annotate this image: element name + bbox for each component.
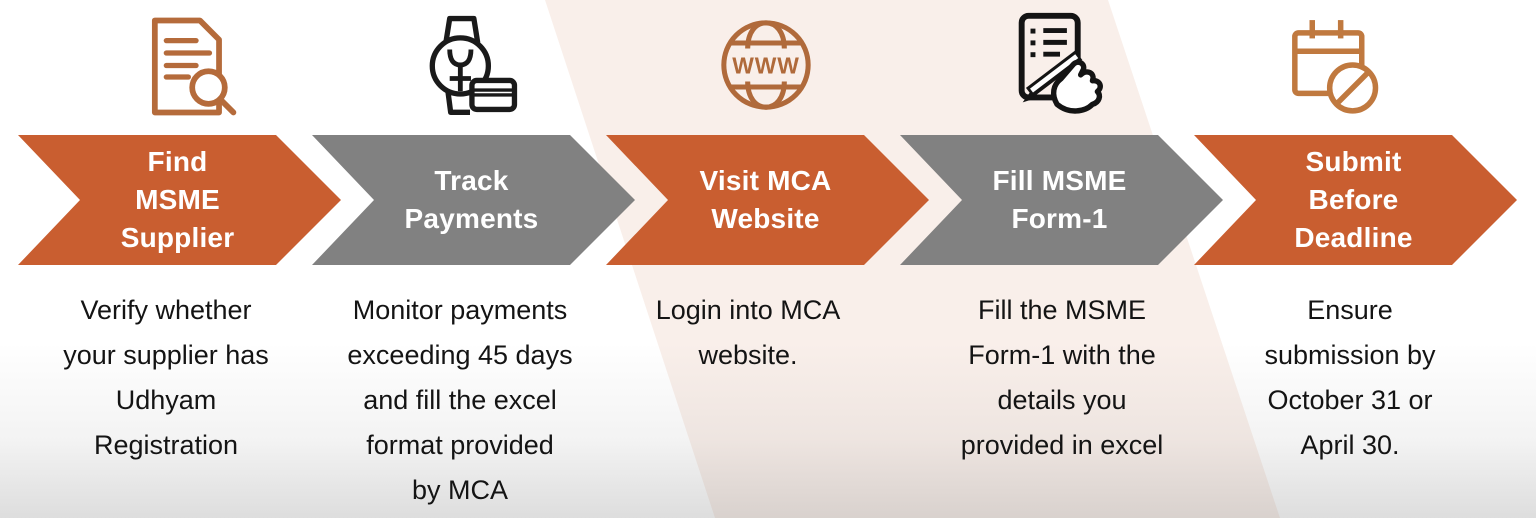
step-1-description: Verify whether your supplier has Udhyam … xyxy=(63,295,269,460)
document-search-icon xyxy=(151,17,237,116)
watch-payment-icon xyxy=(429,15,518,115)
step-2-description: Monitor payments exceeding 45 days and f… xyxy=(347,295,573,505)
form-pen-icon xyxy=(1018,12,1103,114)
step-2-chevron: Track Payments xyxy=(312,135,635,265)
globe-www-text: WWW xyxy=(732,52,800,78)
step-3-label: Visit MCA Website xyxy=(699,165,832,234)
step-1-chevron: Find MSME Supplier xyxy=(18,135,341,265)
step-4-description: Fill the MSME Form-1 with the details yo… xyxy=(960,295,1164,460)
globe-www-icon: WWW xyxy=(721,20,811,110)
step-3-chevron: Visit MCA Website xyxy=(606,135,929,265)
calendar-deadline-icon xyxy=(1292,20,1379,114)
step-5-label: Submit Before Deadline xyxy=(1294,146,1413,253)
step-5-chevron: Submit Before Deadline xyxy=(1194,135,1517,265)
step-5-description: Ensure submission by October 31 or April… xyxy=(1264,295,1436,460)
step-1-label: Find MSME Supplier xyxy=(120,146,235,253)
step-4-label: Fill MSME Form-1 xyxy=(992,165,1127,234)
step-3-description: Login into MCA website. xyxy=(655,295,841,370)
step-2-label: Track Payments xyxy=(404,165,539,234)
